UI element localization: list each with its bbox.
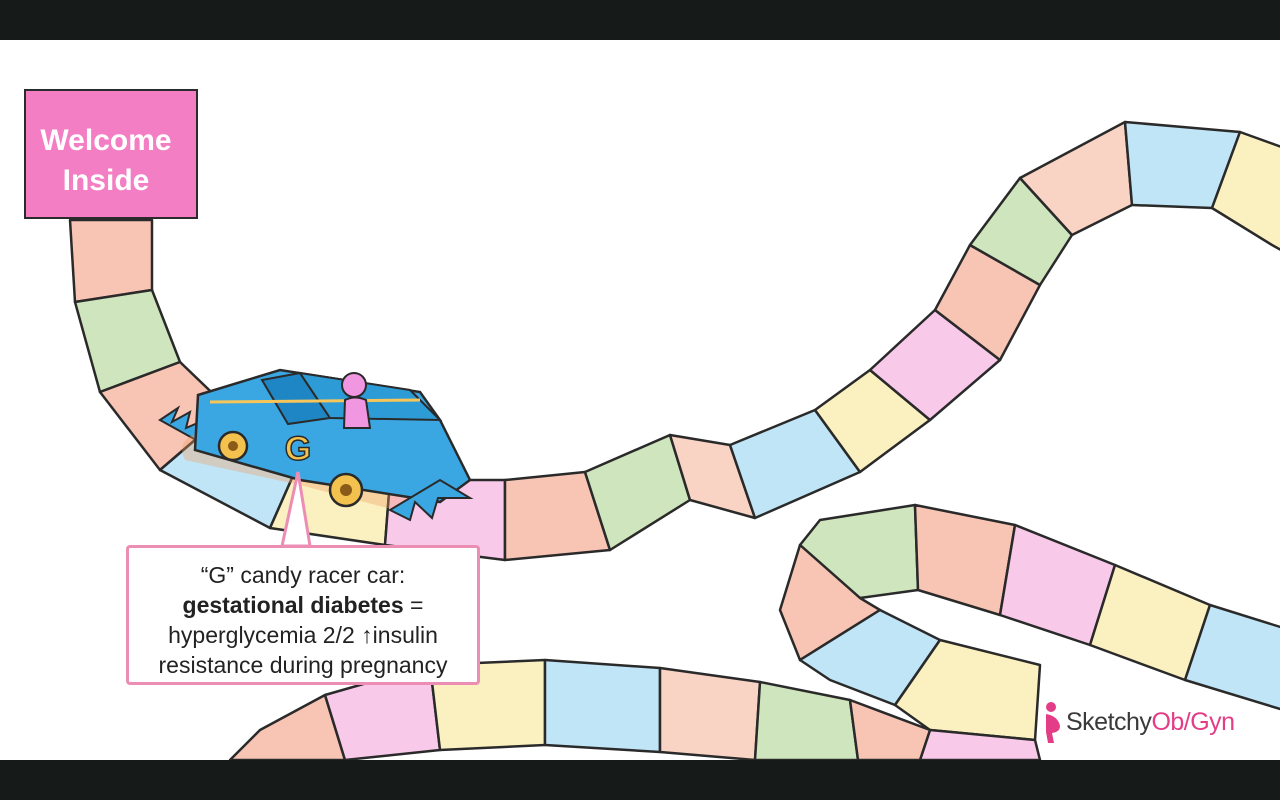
sketchy-logo: SketchyOb/Gyn [1040, 700, 1235, 744]
letterbox-bottom [0, 760, 1280, 800]
candy-road: G [68, 120, 1280, 760]
candy-racer-car: G [158, 368, 474, 522]
sign-line2: Inside [62, 164, 150, 197]
letterbox-top [0, 0, 1280, 40]
car-letter: G [285, 430, 311, 468]
callout-line3: hyperglycemia 2/2 ↑insulin [168, 622, 438, 648]
logo-part1: Sketchy [1066, 707, 1152, 736]
sign-line1: Welcome [40, 124, 172, 157]
video-frame: G Welcome Inside “G” candy racer car: ge… [0, 40, 1280, 760]
pregnant-figure-icon [1046, 702, 1060, 743]
callout-equals: = [403, 592, 424, 618]
callout-line1: “G” candy racer car: [200, 562, 406, 588]
callout-line4: resistance during pregnancy [158, 652, 448, 678]
callout-bold-term: gestational diabetes [182, 592, 404, 618]
logo-part2: Ob/Gyn [1151, 707, 1235, 736]
callout-box: “G” candy racer car: gestational diabete… [126, 545, 480, 685]
welcome-sign: Welcome Inside [24, 89, 198, 219]
